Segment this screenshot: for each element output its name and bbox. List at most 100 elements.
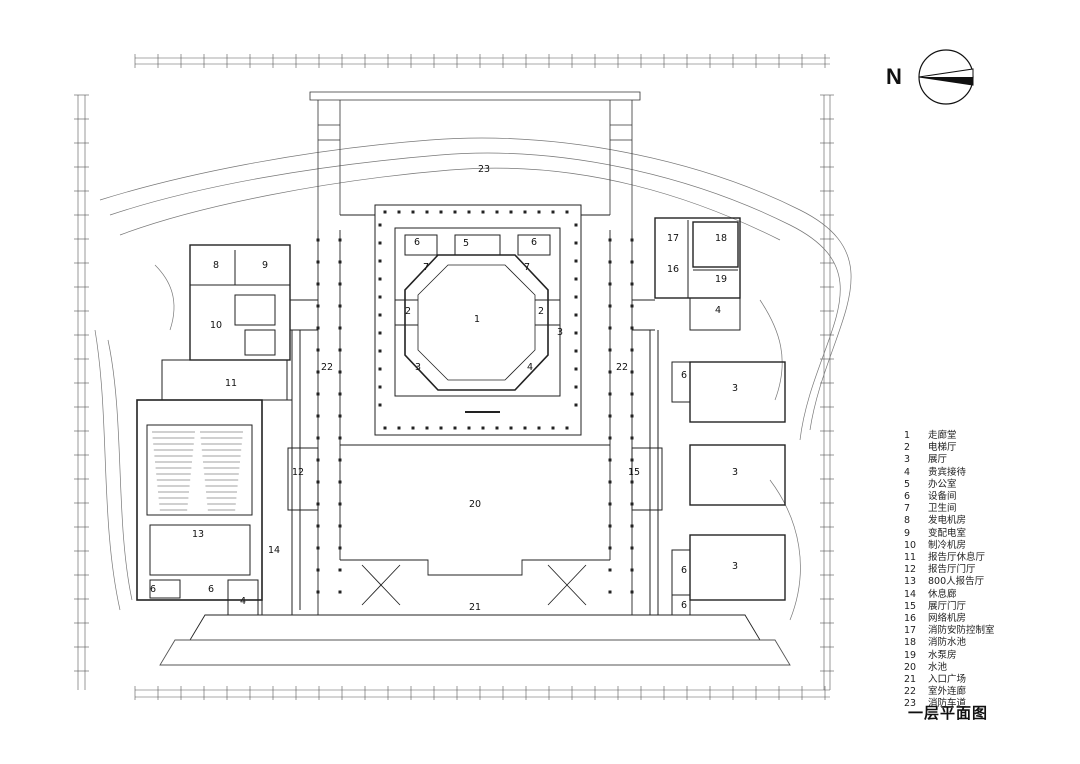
fire-lane — [309, 91, 641, 230]
legend-number: 18 — [904, 637, 917, 649]
room-label: 23 — [478, 164, 490, 175]
room-label: 16 — [667, 264, 679, 275]
room-labels: 1 2 2 3 3 3 3 3 4 4 4 5 6 6 6 6 6 6 6 7 … — [150, 164, 738, 613]
legend-label: 入口广场 — [928, 674, 967, 686]
legend-item: 21 入口广场 — [904, 674, 995, 686]
dimension-ticks — [74, 54, 834, 700]
legend-label: 卫生间 — [928, 503, 957, 515]
room-label: 3 — [732, 561, 738, 572]
legend-number: 6 — [904, 491, 911, 503]
room-label: 9 — [262, 260, 268, 271]
room-label: 19 — [715, 274, 727, 285]
legend-number: 2 — [904, 442, 911, 454]
structural-columns — [316, 210, 634, 594]
east-wing — [631, 217, 786, 616]
auditorium-seating — [152, 431, 243, 511]
legend-item: 15 展厅门厅 — [904, 601, 995, 613]
legend-number: 3 — [904, 454, 911, 466]
legend-item: 6 设备间 — [904, 491, 995, 503]
room-label: 18 — [715, 233, 727, 244]
legend-label: 报告厅门厅 — [928, 564, 976, 576]
room-label: 3 — [732, 383, 738, 394]
legend-label: 报告厅休息厅 — [928, 552, 986, 564]
legend-item: 5 办公室 — [904, 479, 995, 491]
legend-item: 16 网络机房 — [904, 613, 995, 625]
legend-label: 办公室 — [928, 478, 957, 490]
room-label: 22 — [616, 362, 628, 373]
room-label: 4 — [715, 305, 721, 316]
legend-number: 8 — [904, 515, 911, 527]
drawing-title: 一层平面图 — [908, 704, 989, 722]
legend-label: 水池 — [928, 661, 948, 673]
legend-label: 制冷机房 — [928, 539, 967, 551]
legend-label: 室外连廊 — [928, 686, 967, 698]
room-label: 6 — [681, 565, 687, 576]
room-label: 12 — [292, 467, 304, 478]
room-label: 2 — [405, 306, 411, 317]
legend-number: 13 — [904, 576, 917, 588]
dimension-lines — [77, 57, 831, 698]
legend-number: 21 — [904, 674, 917, 686]
legend-item: 4 贵宾接待 — [904, 467, 995, 479]
legend-label: 设备间 — [928, 491, 957, 503]
room-label: 6 — [531, 237, 537, 248]
legend-item: 11 报告厅休息厅 — [904, 552, 995, 564]
legend-number: 10 — [904, 539, 917, 551]
room-label: 22 — [321, 362, 333, 373]
legend-number: 14 — [904, 588, 917, 600]
legend-item: 7 卫生间 — [904, 503, 995, 515]
legend-label: 变配电室 — [928, 527, 967, 539]
room-label: 7 — [524, 262, 530, 273]
legend-label: 展厅门厅 — [928, 600, 967, 612]
legend-item: 13 800人报告厅 — [904, 576, 995, 588]
site-contours — [94, 137, 852, 621]
room-label: 6 — [681, 370, 687, 381]
legend-item: 2 电梯厅 — [904, 442, 995, 454]
legend-number: 22 — [904, 686, 917, 698]
legend-label: 贵宾接待 — [928, 466, 967, 478]
legend-label: 消防安防控制室 — [928, 625, 995, 637]
room-label: 21 — [469, 602, 481, 613]
room-label: 4 — [527, 362, 533, 373]
legend-item: 1 走廊堂 — [904, 430, 995, 442]
room-label: 8 — [213, 260, 219, 271]
legend-number: 15 — [904, 600, 917, 612]
legend-number: 4 — [904, 466, 911, 478]
legend-number: 19 — [904, 649, 917, 661]
legend-label: 展厅 — [928, 454, 948, 466]
legend-label: 水泵房 — [928, 649, 957, 661]
legend-number: 17 — [904, 625, 917, 637]
legend-item: 22 室外连廊 — [904, 686, 995, 698]
room-label: 7 — [423, 262, 429, 273]
north-label: N — [886, 64, 902, 89]
legend-item: 18 消防水池 — [904, 637, 995, 649]
central-exhibition-block — [340, 204, 610, 436]
legend-label: 网络机房 — [928, 613, 967, 625]
room-label: 6 — [681, 600, 687, 611]
room-label: 15 — [628, 467, 640, 478]
legend-number: 23 — [904, 698, 917, 710]
legend-number: 1 — [904, 430, 911, 441]
legend-label: 走廊堂 — [928, 430, 957, 441]
legend-label: 休息廊 — [928, 588, 957, 600]
room-label: 6 — [150, 584, 156, 595]
outdoor-corridors — [317, 230, 633, 615]
legend-item: 20 水池 — [904, 662, 995, 674]
room-label: 3 — [415, 362, 421, 373]
legend-label: 800人报告厅 — [928, 576, 985, 588]
room-label: 1 — [474, 314, 480, 325]
legend-label: 消防水池 — [928, 637, 967, 649]
legend-number: 20 — [904, 661, 917, 673]
legend-number: 5 — [904, 478, 911, 490]
legend-number: 11 — [904, 552, 917, 564]
legend-item: 3 展厅 — [904, 454, 995, 466]
legend-label: 电梯厅 — [928, 442, 957, 454]
legend-item: 19 水泵房 — [904, 650, 995, 662]
legend-number: 7 — [904, 503, 911, 515]
legend-number: 16 — [904, 613, 917, 625]
